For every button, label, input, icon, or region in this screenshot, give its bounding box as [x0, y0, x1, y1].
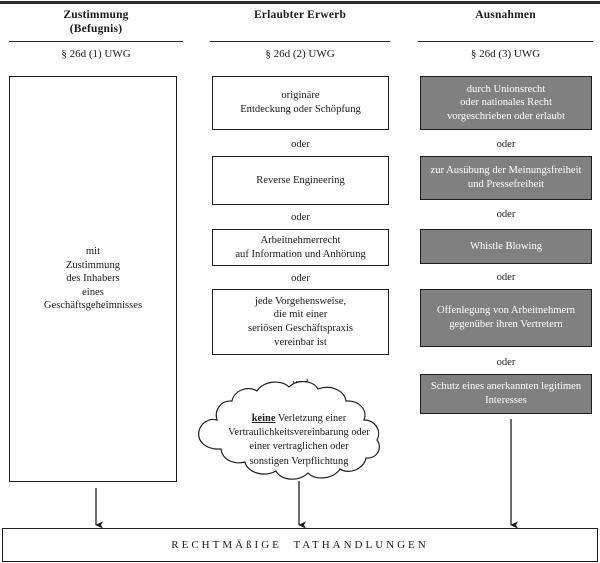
connector-oder-right-2: oder	[496, 209, 516, 220]
node-text: mit Zustimmung des Inhabers eines Geschä…	[43, 246, 143, 312]
cloud-line-3: einer vertraglichen oder	[249, 441, 349, 453]
column-subtitle: § 26d (1) UWG	[61, 48, 131, 61]
node-arbeitnehmerrecht[interactable]: Arbeitnehmerrecht auf Information und An…	[212, 229, 389, 266]
column-header-ausnahmen: Ausnahmen § 26d (3) UWG	[418, 8, 593, 61]
node-text: Reverse Engineering	[256, 174, 345, 186]
cloud-line-1: keine Verletzung einer	[196, 412, 402, 426]
column-header-zustimmung: Zustimmung (Befugnis) § 26d (1) UWG	[9, 8, 183, 61]
node-text: Offenlegung von Arbeitnehmern gegenüber …	[436, 305, 576, 330]
cloud-line-2: Vertraulichkeitsvereinbarung oder	[228, 427, 370, 439]
column-title-line2	[418, 22, 593, 36]
column-title-line1: Erlaubter Erwerb	[253, 9, 347, 21]
node-originaere-entdeckung[interactable]: originäre Entdeckung oder Schöpfung	[212, 76, 389, 130]
node-offenlegung-arbeitnehmer[interactable]: Offenlegung von Arbeitnehmern gegenüber …	[420, 289, 592, 347]
node-text: Whistle Blowing	[469, 240, 543, 252]
node-text: Arbeitnehmerrecht auf Information und An…	[235, 234, 366, 260]
connector-oder-mid-3: oder	[291, 273, 310, 284]
connector-und-mid: und	[292, 378, 309, 389]
cloud-line1-rest: Verletzung einer	[275, 413, 347, 424]
connector-oder-right-1: oder	[496, 139, 516, 150]
page-top-rule	[0, 1, 600, 4]
column-rule	[9, 41, 183, 43]
result-label: RECHTMÄßIGE TATHANDLUNGEN	[171, 539, 429, 551]
node-unionsrecht-nationales-recht[interactable]: durch Unionsrecht oder nationales Recht …	[420, 76, 592, 130]
node-text: Schutz eines anerkannten legitimen Inter…	[430, 381, 582, 406]
column-header-erlaubter-erwerb: Erlaubter Erwerb § 26d (2) UWG	[210, 8, 390, 61]
column-rule	[210, 41, 390, 43]
connector-oder-right-3: oder	[496, 272, 516, 283]
column-title-line1: Ausnahmen	[475, 9, 536, 21]
node-text: durch Unionsrecht oder nationales Recht …	[446, 83, 566, 122]
node-meinungsfreiheit-pressefreiheit[interactable]: zur Ausübung der Meinungsfreiheit und Pr…	[420, 156, 592, 200]
node-text: jede Vorgehensweise, die mit einer seriö…	[247, 295, 354, 348]
node-whistle-blowing[interactable]: Whistle Blowing	[420, 229, 592, 264]
node-text: zur Ausübung der Meinungsfreiheit und Pr…	[430, 165, 582, 190]
column-subtitle: § 26d (3) UWG	[470, 48, 541, 61]
column-title-line2	[210, 22, 390, 36]
column-title-line2: (Befugnis)	[69, 23, 123, 35]
result-bar[interactable]: RECHTMÄßIGE TATHANDLUNGEN	[2, 528, 598, 562]
connector-oder-mid-1: oder	[291, 139, 310, 150]
column-rule	[418, 41, 593, 43]
cloud-text: keine Verletzung einer Vertraulichkeitsv…	[196, 412, 402, 469]
column-subtitle: § 26d (2) UWG	[265, 48, 335, 61]
column-title-line1: Zustimmung	[63, 9, 129, 21]
cloud-keyword: keine	[251, 413, 276, 424]
node-reverse-engineering[interactable]: Reverse Engineering	[212, 156, 389, 205]
connector-oder-mid-2: oder	[291, 212, 310, 223]
node-vorgehensweise-geschaeftspraxis[interactable]: jede Vorgehensweise, die mit einer seriö…	[212, 289, 389, 355]
node-zustimmung-inhaber[interactable]: mit Zustimmung des Inhabers eines Geschä…	[9, 76, 177, 482]
cloud-line-4: sonstigen Verpflichtung	[249, 455, 349, 467]
node-schutz-legitimes-interesse[interactable]: Schutz eines anerkannten legitimen Inter…	[420, 374, 592, 414]
node-text: originäre Entdeckung oder Schöpfung	[240, 90, 361, 115]
connector-oder-right-4: oder	[496, 357, 516, 368]
